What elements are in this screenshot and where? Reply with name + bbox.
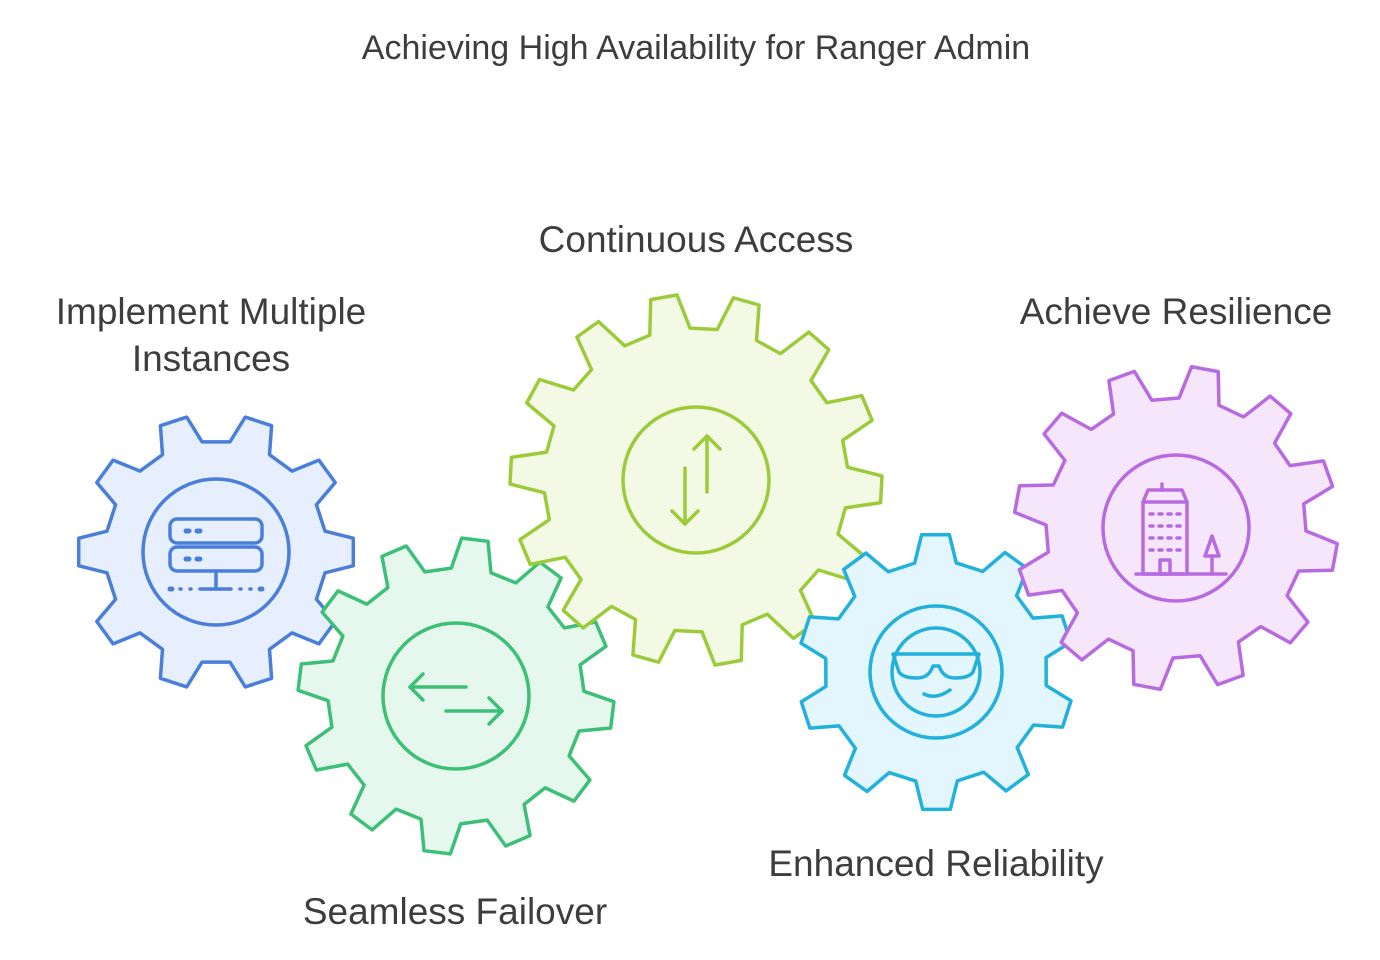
label-continuous-access: Continuous Access	[516, 216, 876, 263]
label-achieve-resilience-line-1: Achieve Resilience	[1019, 291, 1333, 332]
gear-hub-multiple-instances	[141, 477, 291, 627]
label-enhanced-reliability-line-1: Enhanced Reliability	[768, 843, 1104, 884]
diagram-title: Achieving High Availability for Ranger A…	[361, 29, 1031, 67]
label-enhanced-reliability: Enhanced Reliability	[750, 840, 1122, 887]
gear-continuous-access	[508, 293, 884, 667]
vertical-arrows-icon	[670, 434, 722, 526]
label-multiple-instances-line-1: Implement Multiple	[55, 291, 367, 332]
gear-multiple-instances	[76, 415, 356, 689]
gear-hub-seamless-failover	[381, 621, 531, 771]
gear-achieve-resilience	[1012, 364, 1340, 692]
gear-hub-enhanced-reliability	[868, 604, 1004, 740]
server-icon	[167, 517, 265, 592]
sunglasses-face-icon	[890, 626, 982, 718]
gear-seamless-failover	[296, 536, 616, 856]
gear-hub-continuous-access	[621, 405, 771, 555]
gear-shape-multiple-instances	[76, 415, 356, 689]
label-achieve-resilience: Achieve Resilience	[1004, 288, 1348, 335]
swap-arrows-icon	[408, 672, 504, 726]
gear-shape-seamless-failover	[296, 536, 616, 856]
label-multiple-instances-line-2: Instances	[131, 338, 291, 379]
gear-shape-achieve-resilience	[1012, 364, 1340, 692]
building-tree-icon	[1134, 482, 1228, 576]
gear-hub-achieve-resilience	[1101, 453, 1251, 603]
gear-enhanced-reliability	[799, 532, 1073, 812]
gear-shape-continuous-access	[508, 293, 884, 667]
label-continuous-access-line-1: Continuous Access	[538, 219, 854, 260]
label-multiple-instances: Implement Multiple Instances	[40, 288, 382, 382]
label-seamless-failover-line-1: Seamless Failover	[302, 891, 608, 932]
gear-shape-enhanced-reliability	[799, 532, 1073, 812]
label-seamless-failover: Seamless Failover	[290, 888, 620, 935]
